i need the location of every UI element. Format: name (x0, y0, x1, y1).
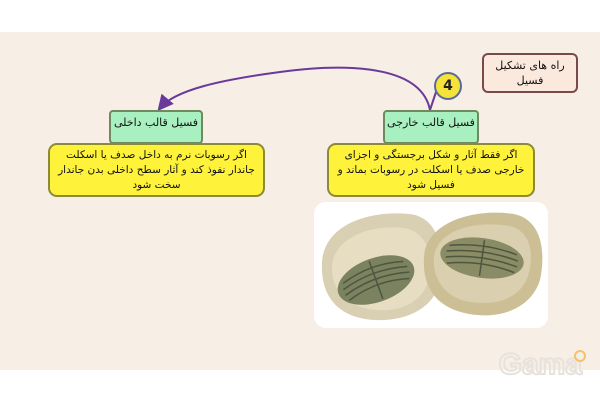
top-margin (0, 0, 600, 32)
node-label-external-mold: فسیل قالب خارجی (383, 110, 479, 144)
node-description-external-mold: اگر فقط آثار و شکل برجستگی و اجزای خارجی… (327, 143, 535, 197)
step-number-badge: 4 (434, 72, 462, 100)
diagram-title: راه های تشکیل فسیل (482, 53, 578, 93)
node-label-internal-mold: فسیل قالب داخلی (109, 110, 203, 144)
node-description-internal-mold: اگر رسوبات نرم به داخل صدف یا اسکلت جاند… (48, 143, 265, 197)
watermark-text: Gama (499, 348, 583, 381)
trilobite-fossil-image (314, 202, 548, 328)
bottom-margin (0, 370, 600, 400)
gama-watermark: Gama (498, 347, 586, 382)
